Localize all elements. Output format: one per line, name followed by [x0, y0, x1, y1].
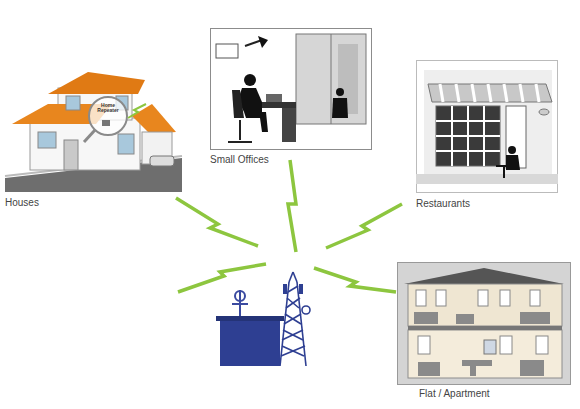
house-frame — [5, 65, 182, 192]
cell-tower — [216, 272, 310, 366]
picture-panel: Small Offices — [210, 28, 372, 150]
dish — [302, 306, 310, 314]
signal-bolts — [176, 160, 402, 292]
office-frame — [211, 29, 372, 150]
window-grid — [436, 106, 500, 166]
apartment-roof — [404, 268, 564, 284]
apartment-frame — [398, 263, 571, 385]
wall-shelf — [216, 44, 238, 58]
panel-caption: Restaurants — [416, 198, 470, 210]
signal-bolt — [326, 204, 402, 248]
house-window — [66, 96, 80, 110]
repeater-device — [102, 120, 110, 126]
picture — [484, 340, 496, 354]
panel-caption: Flat / Apartment — [419, 388, 490, 400]
office-illustration — [211, 29, 372, 150]
signal-bolt — [128, 104, 146, 118]
awning — [428, 84, 552, 102]
laptop — [266, 94, 282, 102]
desk-drawer — [282, 108, 296, 142]
pavement — [416, 174, 558, 184]
person-body — [332, 98, 348, 118]
lattice-tower — [280, 272, 306, 366]
person-legs — [244, 112, 268, 132]
lamp-arm — [245, 40, 262, 46]
restaurant-frame — [417, 61, 558, 193]
wall-lamp — [539, 109, 549, 115]
floor-slab — [408, 326, 562, 330]
restaurant-illustration — [416, 61, 558, 193]
apartment-illustration — [398, 263, 571, 385]
chair-back — [232, 90, 244, 118]
dish — [235, 291, 245, 301]
signal-bolt — [178, 264, 266, 292]
office-window — [296, 34, 366, 124]
picture-panel: Houses — [5, 65, 182, 192]
equipment-building — [220, 320, 280, 366]
house-door — [64, 140, 78, 170]
car — [150, 156, 174, 166]
chair-base — [228, 141, 252, 143]
house-window — [118, 134, 134, 154]
panel-antenna — [299, 284, 303, 294]
panel-antenna — [283, 284, 287, 294]
person-head — [244, 74, 256, 86]
awning-stripes — [440, 84, 539, 102]
restaurant-wall — [424, 70, 552, 174]
lamp-shade — [258, 36, 268, 48]
antenna-bar — [232, 303, 248, 305]
person-head — [336, 88, 344, 96]
person-body — [506, 155, 520, 170]
signal-bolt — [314, 268, 396, 292]
person-head — [508, 146, 516, 154]
furniture — [414, 312, 550, 376]
shop-window — [436, 106, 500, 166]
picture-panel: Restaurants — [416, 60, 558, 193]
building-roof — [216, 316, 284, 321]
picture-panel: Flat / Apartment — [397, 262, 571, 385]
panel-caption: Small Offices — [210, 154, 269, 166]
magnifier-lens — [89, 97, 127, 135]
table-leg — [503, 166, 505, 178]
device-label: Home Repeater — [96, 103, 120, 113]
house-roof — [48, 72, 145, 94]
window-mullion — [331, 34, 332, 124]
house-window — [38, 132, 56, 148]
signal-bolt — [288, 160, 296, 252]
panel-caption: Houses — [5, 197, 39, 209]
signal-bolt — [176, 198, 258, 246]
upper-floor — [408, 284, 562, 326]
lower-floor — [408, 330, 562, 378]
house-illustration — [5, 65, 182, 192]
magnifier-handle — [84, 130, 95, 142]
chair-post — [239, 120, 241, 140]
